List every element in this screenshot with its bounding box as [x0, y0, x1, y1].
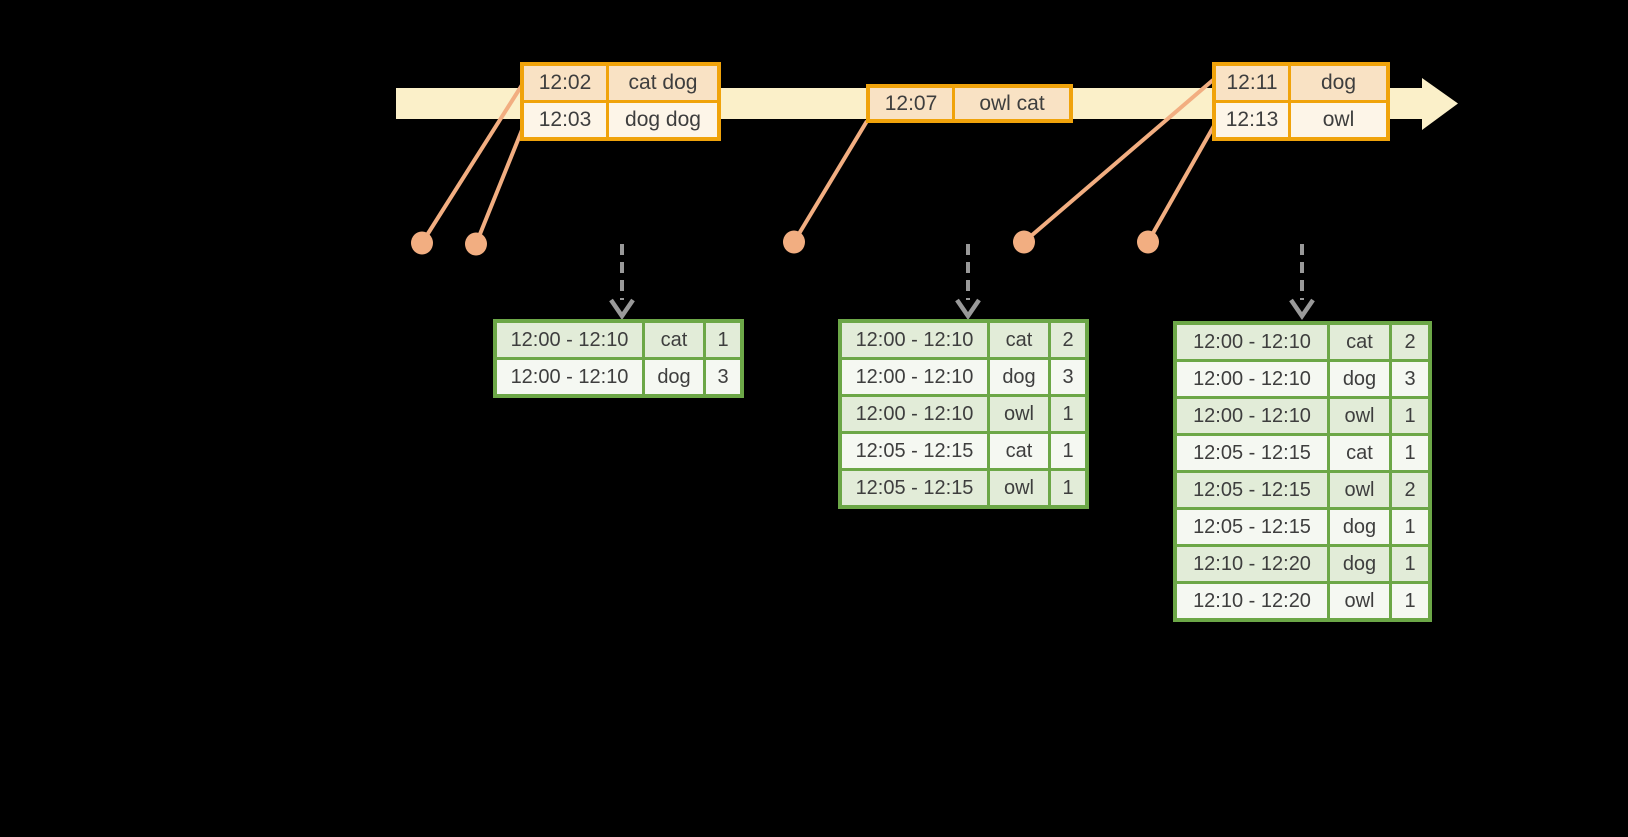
window-cell: 12:00 - 12:10: [842, 397, 987, 431]
trigger-arrowhead-icon: [955, 298, 981, 320]
word-cell: dog: [990, 360, 1048, 394]
word-cell: cat: [990, 323, 1048, 357]
count-cell: 1: [1051, 434, 1085, 468]
event-connector-line: [1146, 123, 1217, 243]
window-cell: 12:05 - 12:15: [1177, 473, 1327, 507]
event-dot: [465, 232, 487, 256]
trigger-arrowhead-icon: [1289, 298, 1315, 320]
event-table-3: 12:11 dog 12:13 owl: [1212, 62, 1390, 141]
event-time-cell: 12:07: [870, 88, 952, 119]
count-cell: 1: [1392, 584, 1428, 618]
window-cell: 12:00 - 12:10: [497, 323, 642, 357]
event-time-cell: 12:02: [524, 66, 606, 100]
word-cell: cat: [1330, 325, 1389, 359]
word-cell: owl: [1330, 399, 1389, 433]
word-cell: dog: [1330, 510, 1389, 544]
word-cell: owl: [1330, 584, 1389, 618]
window-cell: 12:05 - 12:15: [1177, 510, 1327, 544]
window-cell: 12:00 - 12:10: [1177, 362, 1327, 396]
window-cell: 12:05 - 12:15: [842, 434, 987, 468]
event-words-cell: owl: [1291, 103, 1386, 137]
count-cell: 1: [1051, 471, 1085, 505]
trigger-arrows: [609, 244, 1315, 320]
event-connector-line: [1022, 78, 1215, 244]
count-cell: 1: [706, 323, 740, 357]
event-dot: [783, 230, 805, 254]
event-connector-line: [474, 129, 524, 245]
word-cell: dog: [1330, 547, 1389, 581]
result-table-3: 12:00 - 12:10 cat 2 12:00 - 12:10 dog 3 …: [1173, 321, 1432, 622]
window-cell: 12:00 - 12:10: [1177, 325, 1327, 359]
count-cell: 1: [1392, 399, 1428, 433]
result-table-1: 12:00 - 12:10 cat 1 12:00 - 12:10 dog 3: [493, 319, 744, 398]
event-table-1: 12:02 cat dog 12:03 dog dog: [520, 62, 721, 141]
trigger-arrowhead-icon: [609, 298, 635, 320]
event-dots: [411, 230, 1159, 256]
count-cell: 1: [1392, 436, 1428, 470]
window-cell: 12:00 - 12:10: [842, 323, 987, 357]
event-table-2: 12:07 owl cat: [866, 84, 1073, 123]
word-cell: dog: [1330, 362, 1389, 396]
event-words-cell: dog: [1291, 66, 1386, 100]
count-cell: 1: [1051, 397, 1085, 431]
event-words-cell: owl cat: [955, 88, 1069, 119]
event-words-cell: dog dog: [609, 103, 717, 137]
count-cell: 2: [1392, 473, 1428, 507]
event-dot: [1013, 230, 1035, 254]
window-cell: 12:00 - 12:10: [1177, 399, 1327, 433]
count-cell: 3: [706, 360, 740, 394]
window-cell: 12:00 - 12:10: [497, 360, 642, 394]
word-cell: owl: [990, 471, 1048, 505]
count-cell: 1: [1392, 547, 1428, 581]
count-cell: 1: [1392, 510, 1428, 544]
count-cell: 3: [1392, 362, 1428, 396]
event-words-cell: cat dog: [609, 66, 717, 100]
window-cell: 12:05 - 12:15: [842, 471, 987, 505]
event-dot: [411, 231, 433, 255]
window-cell: 12:00 - 12:10: [842, 360, 987, 394]
window-cell: 12:10 - 12:20: [1177, 584, 1327, 618]
result-table-2: 12:00 - 12:10 cat 2 12:00 - 12:10 dog 3 …: [838, 319, 1089, 509]
event-connector-line: [792, 119, 869, 244]
timeline-arrowhead-icon: [1422, 78, 1458, 130]
word-cell: owl: [990, 397, 1048, 431]
word-cell: cat: [990, 434, 1048, 468]
word-cell: dog: [645, 360, 703, 394]
window-cell: 12:05 - 12:15: [1177, 436, 1327, 470]
event-time-cell: 12:03: [524, 103, 606, 137]
count-cell: 2: [1392, 325, 1428, 359]
event-connector-lines: [420, 78, 1217, 245]
window-cell: 12:10 - 12:20: [1177, 547, 1327, 581]
word-cell: owl: [1330, 473, 1389, 507]
count-cell: 2: [1051, 323, 1085, 357]
word-cell: cat: [1330, 436, 1389, 470]
event-dot: [1137, 230, 1159, 254]
event-time-cell: 12:11: [1216, 66, 1288, 100]
event-time-cell: 12:13: [1216, 103, 1288, 137]
event-connector-line: [420, 83, 524, 245]
word-cell: cat: [645, 323, 703, 357]
count-cell: 3: [1051, 360, 1085, 394]
